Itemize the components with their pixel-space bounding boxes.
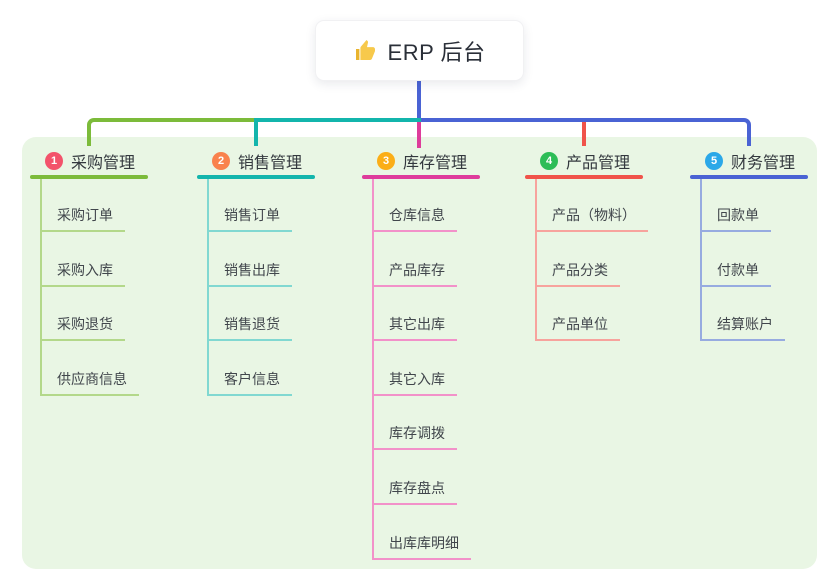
branch-node-5[interactable]: 5 财务管理	[705, 149, 795, 173]
child-node[interactable]: 其它出库	[389, 316, 445, 332]
branch-label: 库存管理	[403, 155, 468, 172]
connector-bus-teal	[254, 118, 421, 122]
child-node[interactable]: 库存盘点	[389, 480, 445, 496]
branch-label: 销售管理	[238, 155, 303, 172]
child-underline	[372, 558, 471, 560]
branch-badge-4: 4	[540, 152, 558, 170]
child-node[interactable]: 库存调拨	[389, 425, 445, 441]
branches-panel	[22, 137, 817, 569]
branch-node-4[interactable]: 4 产品管理	[540, 149, 630, 173]
child-underline	[40, 339, 125, 341]
branch-underline	[30, 175, 148, 179]
child-node[interactable]: 产品分类	[552, 262, 608, 278]
branch-underline	[690, 175, 808, 179]
child-underline	[700, 285, 771, 287]
branch-child-spine	[372, 179, 374, 560]
branch-node-1[interactable]: 1 采购管理	[45, 149, 135, 173]
child-underline	[372, 448, 457, 450]
child-underline	[207, 285, 292, 287]
child-node[interactable]: 采购退货	[57, 316, 113, 332]
branch-badge-1: 1	[45, 152, 63, 170]
child-node[interactable]: 客户信息	[224, 371, 280, 387]
child-node[interactable]: 产品单位	[552, 316, 608, 332]
root-node-erp[interactable]: ERP 后台	[315, 20, 524, 81]
branch-underline	[525, 175, 643, 179]
branch-node-2[interactable]: 2 销售管理	[212, 149, 302, 173]
child-node[interactable]: 采购入库	[57, 262, 113, 278]
child-underline	[372, 285, 457, 287]
child-node[interactable]: 产品（物料）	[552, 207, 636, 223]
branch-child-spine	[535, 179, 537, 341]
branch-node-3[interactable]: 3 库存管理	[377, 149, 467, 173]
branch-child-spine	[700, 179, 702, 341]
connector-branch-5	[421, 118, 751, 146]
child-underline	[40, 230, 125, 232]
connector-branch-1	[87, 118, 254, 146]
child-underline	[207, 339, 292, 341]
child-underline	[207, 230, 292, 232]
child-underline	[535, 230, 648, 232]
child-node[interactable]: 产品库存	[389, 262, 445, 278]
root-connector-stem	[417, 81, 421, 122]
child-node[interactable]: 结算账户	[717, 316, 773, 332]
child-node[interactable]: 供应商信息	[57, 371, 127, 387]
root-title: ERP 后台	[387, 39, 486, 65]
connector-branch-2	[254, 122, 258, 146]
child-underline	[40, 285, 125, 287]
branch-child-spine	[207, 179, 209, 396]
child-underline	[700, 339, 785, 341]
child-node[interactable]: 出库库明细	[389, 535, 459, 551]
child-underline	[372, 394, 457, 396]
thumbs-up-icon	[354, 39, 378, 63]
child-underline	[372, 503, 457, 505]
child-underline	[700, 230, 771, 232]
branch-child-spine	[40, 179, 42, 396]
child-underline	[372, 230, 457, 232]
child-underline	[40, 394, 139, 396]
child-node[interactable]: 其它入库	[389, 371, 445, 387]
child-underline	[535, 339, 620, 341]
branch-badge-3: 3	[377, 152, 395, 170]
branch-badge-5: 5	[705, 152, 723, 170]
child-underline	[372, 339, 457, 341]
branch-underline	[197, 175, 315, 179]
child-node[interactable]: 销售出库	[224, 262, 280, 278]
branch-badge-2: 2	[212, 152, 230, 170]
child-node[interactable]: 付款单	[717, 262, 759, 278]
branch-label: 产品管理	[566, 155, 631, 172]
child-underline	[535, 285, 620, 287]
child-node[interactable]: 销售订单	[224, 207, 280, 223]
child-underline	[207, 394, 292, 396]
child-node[interactable]: 销售退货	[224, 316, 280, 332]
branch-label: 采购管理	[71, 155, 136, 172]
connector-branch-3	[417, 122, 421, 148]
branch-label: 财务管理	[731, 155, 796, 172]
connector-branch-4	[582, 122, 586, 146]
child-node[interactable]: 采购订单	[57, 207, 113, 223]
branch-underline	[362, 175, 480, 179]
child-node[interactable]: 回款单	[717, 207, 759, 223]
child-node[interactable]: 仓库信息	[389, 207, 445, 223]
